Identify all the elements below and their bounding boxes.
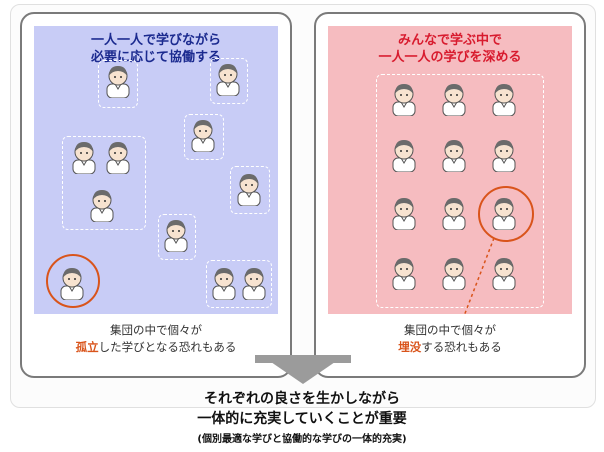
left-panel-title: 一人一人で学びながら 必要に応じて協働する [34, 32, 278, 66]
right-caption-rest: する恐れもある [421, 340, 502, 354]
group-dashed-box [98, 60, 138, 108]
student-person-icon [440, 138, 468, 172]
student-person-icon [490, 138, 518, 172]
group-dashed-box [184, 114, 224, 160]
left-caption-highlight: 孤立 [75, 340, 99, 354]
left-title-line2: 必要に応じて協働する [90, 50, 221, 65]
right-caption-highlight: 埋没 [398, 340, 422, 354]
group-dashed-box [230, 166, 270, 214]
student-person-icon [104, 140, 132, 174]
right-caption-line1: 集団の中で個々が [404, 323, 496, 337]
student-person-icon [70, 140, 98, 174]
buried-student-highlight-circle [478, 186, 534, 242]
left-panel-area: 一人一人で学びながら 必要に応じて協働する [34, 26, 278, 314]
student-person-icon [490, 256, 518, 290]
right-caption: 集団の中で個々が 埋没する恐れもある [316, 322, 584, 356]
group-dashed-box [158, 214, 196, 260]
group-dashed-box [206, 260, 272, 308]
right-title-line1: みんなで学ぶ中で [397, 33, 502, 48]
conclusion-line1: それぞれの良さを生かしながら [204, 391, 400, 407]
left-caption-line1: 集団の中で個々が [110, 323, 202, 337]
student-person-icon [189, 118, 217, 152]
student-person-icon [440, 256, 468, 290]
student-person-icon [490, 82, 518, 116]
left-title-line1: 一人一人で学びながら [90, 33, 221, 48]
student-person-icon [390, 196, 418, 230]
left-caption: 集団の中で個々が 孤立した学びとなる恐れもある [22, 322, 290, 356]
student-person-icon [390, 138, 418, 172]
student-person-icon [104, 64, 132, 98]
student-person-icon [240, 266, 268, 300]
conclusion-line2: 一体的に充実していくことが重要 [197, 411, 407, 427]
student-person-icon [390, 82, 418, 116]
student-person-icon [88, 188, 116, 222]
student-person-icon [214, 62, 242, 96]
student-person-icon [440, 196, 468, 230]
right-caption-line2: 埋没する恐れもある [316, 339, 584, 356]
right-panel-title: みんなで学ぶ中で 一人一人の学びを深める [328, 32, 572, 66]
group-dashed-box [210, 58, 248, 104]
right-panel: みんなで学ぶ中で 一人一人の学びを深める 集団の中で個々が 埋没 [314, 12, 586, 378]
isolated-student-highlight-circle [46, 254, 100, 308]
conclusion-line3: (個別最適な学びと協働的な学びの一体的充実) [197, 434, 407, 445]
down-arrow-bar [255, 355, 351, 363]
class-group-dashed-box [376, 74, 544, 308]
student-person-icon [390, 256, 418, 290]
right-panel-area: みんなで学ぶ中で 一人一人の学びを深める [328, 26, 572, 314]
student-person-icon [210, 266, 238, 300]
left-panel: 一人一人で学びながら 必要に応じて協働する [20, 12, 292, 378]
right-title-line2: 一人一人の学びを深める [378, 50, 522, 65]
down-arrow-icon [271, 362, 335, 384]
student-person-icon [235, 172, 263, 206]
student-person-icon [440, 82, 468, 116]
group-dashed-box [62, 136, 146, 230]
left-caption-line2: 孤立した学びとなる恐れもある [22, 339, 290, 356]
left-caption-rest: した学びとなる恐れもある [98, 340, 237, 354]
student-person-icon [162, 218, 190, 252]
